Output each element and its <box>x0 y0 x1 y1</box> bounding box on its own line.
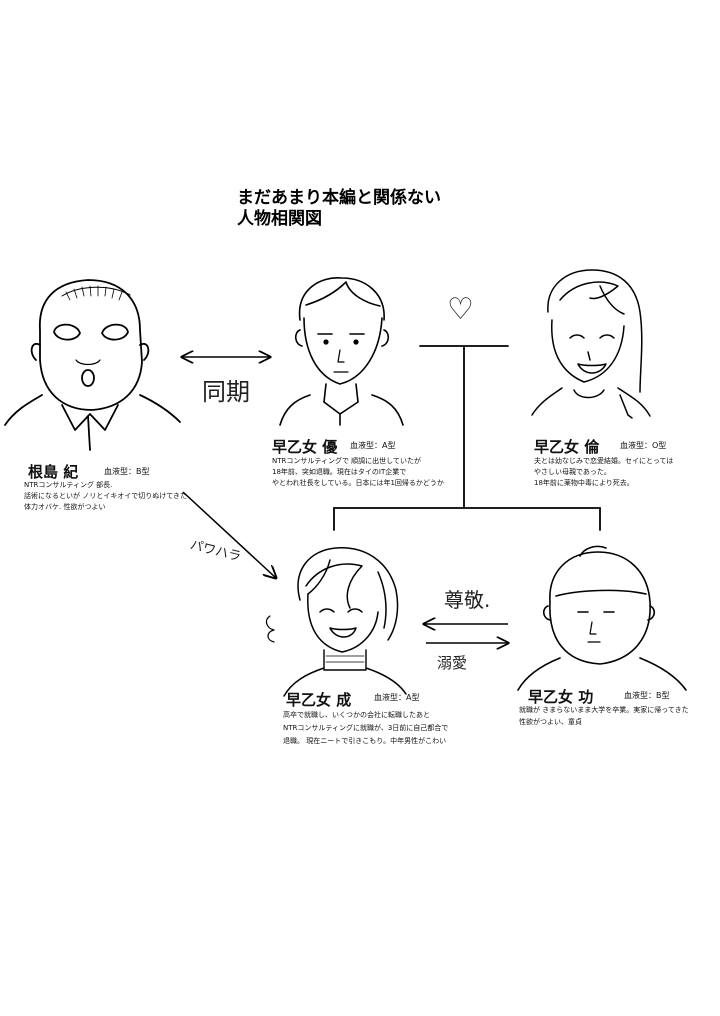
isao-portrait <box>517 545 687 691</box>
yu-desc-line-3: やとわれ社長をしている。日本には年1回帰るかどうか <box>272 479 444 487</box>
yu-blood-type: 血液型：A型 <box>350 441 396 450</box>
pawahara-arrow <box>182 491 276 578</box>
yu-desc-line-2: 18年前、突如退職。現在はタイのIT企業で <box>272 468 407 476</box>
isao-name: 早乙女 功 <box>528 688 594 706</box>
rin-desc-line-1: 夫とは幼なじみで恋愛結婚。セイにとっては <box>534 457 674 465</box>
isao-desc-line-1: 就職が きまらないまま大学を卒業。実家に帰ってきた <box>519 706 689 714</box>
sei-portrait <box>265 547 407 697</box>
family-tree-lines <box>333 345 601 531</box>
title-line-1: まだあまり本編と関係ない <box>237 188 441 208</box>
rin-desc-line-3: 18年前に薬物中毒により死去。 <box>534 479 634 487</box>
dekiai-label: 溺愛 <box>437 654 468 672</box>
sei-name: 早乙女 成 <box>286 691 352 709</box>
rin-desc-line-2: やさしい母親であった。 <box>534 468 611 476</box>
nejima-desc-line-2: 話術になるといが ノリとイキオイで切りぬけてきた <box>24 492 188 500</box>
sei-blood-type: 血液型：A型 <box>374 693 420 702</box>
yu-portrait <box>279 277 404 426</box>
douki-label: 同期 <box>202 378 250 406</box>
isao-blood-type: 血液型：B型 <box>624 691 670 700</box>
title-line-2: 人物相関図 <box>237 209 322 229</box>
nejima-desc-line-3: 体力オバケ. 性欲がつよい <box>24 503 106 511</box>
rin-portrait <box>531 269 651 419</box>
yu-name: 早乙女 優 <box>272 438 338 456</box>
sei-desc-line-1: 高卒で就職し、いくつかの会社に転職したあと <box>283 711 430 719</box>
nejima-name: 根島 紀 <box>28 463 79 481</box>
yu-desc-line-1: NTRコンサルティングで 順調に出世していたが <box>272 457 421 465</box>
diagram-title: まだあまり本編と関係ない 人物相関図 <box>237 188 537 230</box>
rin-blood-type: 血液型：O型 <box>620 441 667 450</box>
nejima-desc-line-1: NTRコンサルティング 部長. <box>24 481 113 489</box>
sei-desc-line-3: 退職。 現在ニートで引きこもり。中年男性がこわい <box>283 737 447 745</box>
heart-icon: ♡ <box>447 292 474 327</box>
sonkei-label: 尊敬. <box>444 588 491 612</box>
sei-desc-line-2: NTRコンサルティングに就職が、3日前に自己都合で <box>283 724 449 732</box>
isao-desc-line-2: 性欲がつよい、童貞 <box>519 718 582 726</box>
rin-name: 早乙女 倫 <box>534 438 600 456</box>
nejima-portrait <box>4 279 181 451</box>
nejima-blood-type: 血液型：B型 <box>104 467 150 476</box>
